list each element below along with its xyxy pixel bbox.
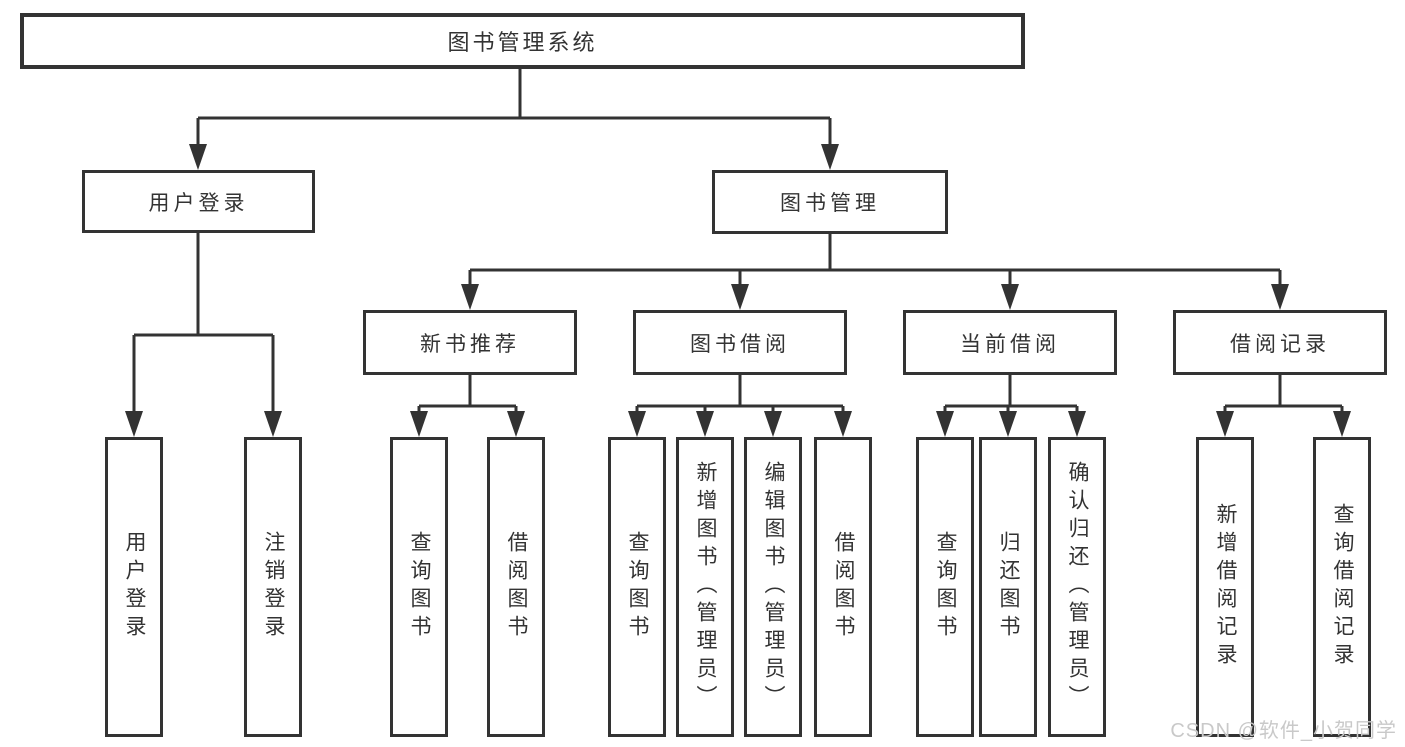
node-label: 查询借阅记录 xyxy=(1331,503,1354,671)
node-leaf-user-login: 用户登录 xyxy=(105,437,163,737)
node-current-borrow: 当前借阅 xyxy=(903,310,1117,375)
node-label: 用户登录 xyxy=(123,531,146,643)
node-leaf-add-borrow-record: 新增借阅记录 xyxy=(1196,437,1254,737)
node-label: 新增借阅记录 xyxy=(1214,503,1237,671)
node-leaf-borrow-book-1: 借阅图书 xyxy=(487,437,545,737)
node-label: 图书管理系统 xyxy=(447,30,598,55)
arrowheads xyxy=(125,144,1351,437)
node-borrow-record: 借阅记录 xyxy=(1173,310,1387,375)
node-label: 注销登录 xyxy=(262,531,285,643)
node-label: 借阅记录 xyxy=(1230,332,1330,356)
node-label: 查询图书 xyxy=(934,531,957,643)
node-label: 当前借阅 xyxy=(960,332,1060,356)
node-leaf-logout: 注销登录 xyxy=(244,437,302,737)
node-label: 编辑图书（管理员） xyxy=(762,461,785,713)
node-book-borrow: 图书借阅 xyxy=(633,310,847,375)
node-label: 新书推荐 xyxy=(420,332,520,356)
node-new-book-recommend: 新书推荐 xyxy=(363,310,577,375)
node-label: 借阅图书 xyxy=(832,531,855,643)
node-leaf-query-borrow-record: 查询借阅记录 xyxy=(1313,437,1371,737)
node-leaf-query-book-2: 查询图书 xyxy=(608,437,666,737)
node-label: 新增图书（管理员） xyxy=(694,461,717,713)
node-leaf-return-book: 归还图书 xyxy=(979,437,1037,737)
node-label: 图书借阅 xyxy=(690,332,790,356)
node-label: 查询图书 xyxy=(408,531,431,643)
node-label: 查询图书 xyxy=(626,531,649,643)
node-leaf-query-book-1: 查询图书 xyxy=(390,437,448,737)
node-leaf-edit-book-admin: 编辑图书（管理员） xyxy=(744,437,802,737)
node-label: 用户登录 xyxy=(148,191,249,215)
csdn-watermark: CSDN @软件_小贺同学 xyxy=(1170,720,1397,742)
node-system-root: 图书管理系统 xyxy=(20,13,1025,69)
node-user-login: 用户登录 xyxy=(82,170,315,233)
node-label: 借阅图书 xyxy=(505,531,528,643)
node-label: 图书管理 xyxy=(780,192,880,215)
node-leaf-query-book-3: 查询图书 xyxy=(916,437,974,737)
connector-paths xyxy=(132,69,1344,420)
node-leaf-confirm-return-admin: 确认归还（管理员） xyxy=(1048,437,1106,737)
node-label: 归还图书 xyxy=(997,531,1020,643)
node-leaf-add-book-admin: 新增图书（管理员） xyxy=(676,437,734,737)
node-book-management: 图书管理 xyxy=(712,170,948,234)
node-label: 确认归还（管理员） xyxy=(1066,461,1089,713)
node-leaf-borrow-book-2: 借阅图书 xyxy=(814,437,872,737)
